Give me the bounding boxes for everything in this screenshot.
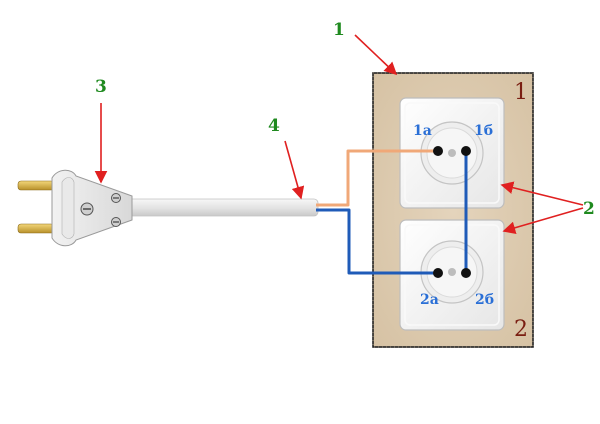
callout-2-label: 2 xyxy=(583,199,595,219)
box-label-bottom: 2 xyxy=(514,317,528,342)
plug-icon xyxy=(17,169,133,247)
callout-3-label: 3 xyxy=(95,77,107,97)
terminal-label-2a: 2а xyxy=(420,292,439,308)
terminal-label-2b: 2б xyxy=(475,292,494,308)
terminal-contacts xyxy=(433,146,471,278)
box-label-top: 1 xyxy=(514,80,528,105)
terminal-label-1a: 1а xyxy=(413,123,432,139)
callout-1-label: 1 xyxy=(333,20,345,40)
callout-4-label: 4 xyxy=(268,116,280,136)
blue-wire xyxy=(316,151,468,275)
socket-icon xyxy=(399,97,505,209)
callout-arrows xyxy=(94,34,584,235)
socket-icon xyxy=(399,219,505,331)
power-cable xyxy=(127,198,319,217)
terminal-label-1b: 1б xyxy=(474,123,493,139)
orange-wire xyxy=(316,149,438,207)
